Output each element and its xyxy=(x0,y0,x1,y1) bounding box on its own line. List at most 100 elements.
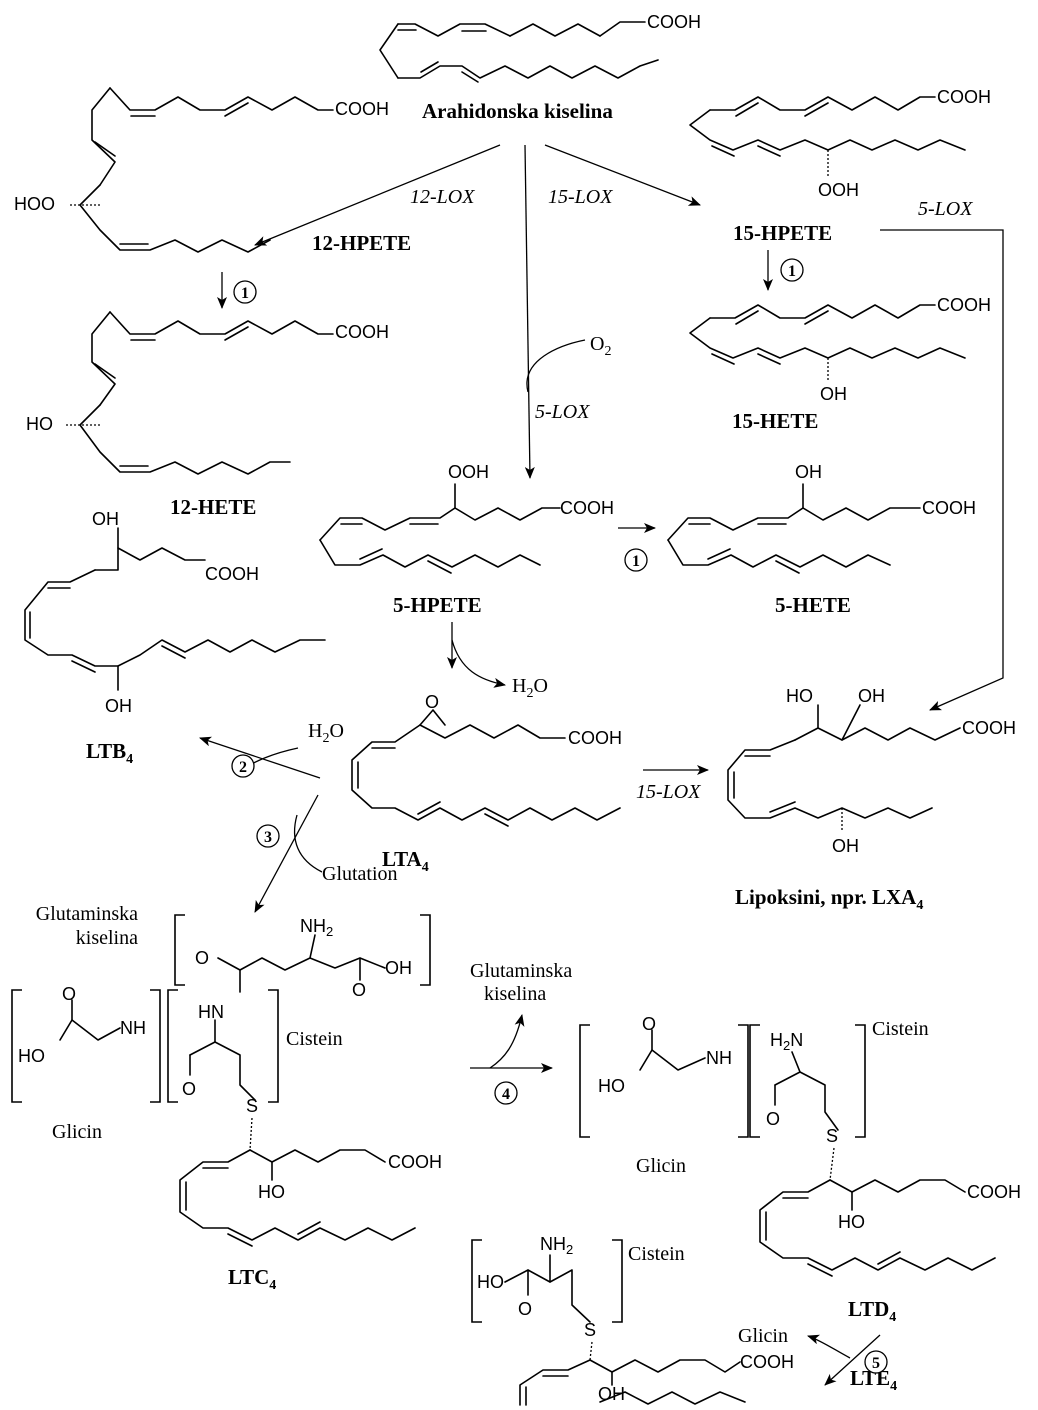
svg-text:4: 4 xyxy=(502,1086,510,1103)
cysteine-label: Cistein xyxy=(286,1028,343,1050)
reagent-h2o-in: H2O xyxy=(308,720,344,746)
cooh-group: COOH xyxy=(388,1152,442,1172)
label-ltc4: LTC4 xyxy=(228,1265,276,1293)
arrow-5-lox xyxy=(524,144,535,479)
glycine-label: Glicin xyxy=(52,1121,102,1143)
oh-group: OH xyxy=(92,509,119,529)
svg-text:3: 3 xyxy=(264,829,272,846)
arrow-15-lox xyxy=(544,144,701,206)
hete12-structure: COOH HO xyxy=(26,311,389,475)
glycine-label: Glicin xyxy=(636,1155,686,1177)
oh-group: OH xyxy=(598,1384,625,1404)
label-5-hete: 5-HETE xyxy=(775,593,851,617)
o-group: O xyxy=(195,948,209,968)
glutamic-acid-label-2: kiselina xyxy=(76,927,138,949)
enzyme-15-lox: 15-LOX xyxy=(548,186,613,208)
oh-group: OH xyxy=(385,958,412,978)
s-group: S xyxy=(826,1126,838,1146)
svg-text:1: 1 xyxy=(632,553,640,570)
arrow-glycine-out xyxy=(807,1334,851,1359)
label-lta4: LTA4 xyxy=(382,847,429,875)
ltd4-structure: O HO NH Glicin H2N O Cistein S HO COOH xyxy=(579,1014,1021,1277)
hpete15-structure: COOH OOH xyxy=(689,87,991,200)
o-group: O xyxy=(642,1014,656,1034)
enzyme-5-lox: 5-LOX xyxy=(918,198,973,220)
step-marker-2: 2 xyxy=(231,754,255,778)
label-arachidonic-acid: Arahidonska kiselina xyxy=(422,99,613,123)
label-lipoxins: Lipoksini, npr. LXA4 xyxy=(735,885,923,913)
ooh-group: OOH xyxy=(818,180,859,200)
enzyme-12-lox: 12-LOX xyxy=(410,186,475,208)
reagent-glycine-out: Glicin xyxy=(738,1325,788,1347)
label-12-hpete: 12-HPETE xyxy=(312,231,411,255)
label-12-hete: 12-HETE xyxy=(170,495,256,519)
cysteine-label: Cistein xyxy=(628,1243,685,1265)
label-ltb4: LTB4 xyxy=(86,739,133,767)
lxa4-structure: HO OH COOH OH xyxy=(727,686,1016,856)
o-group: O xyxy=(425,692,439,712)
step-marker-1: 1 xyxy=(624,548,648,572)
step-marker-3: 3 xyxy=(256,824,280,848)
arrow-glutathione-in xyxy=(293,814,323,873)
step-marker-5: 5 xyxy=(864,1350,888,1374)
cooh-group: COOH xyxy=(560,498,614,518)
ho-group: HO xyxy=(258,1182,285,1202)
ooh-group: OOH xyxy=(448,462,489,482)
hete5-structure: OH COOH xyxy=(667,462,976,574)
o-group: O xyxy=(766,1109,780,1129)
ltb4-structure: OH COOH OH xyxy=(24,509,326,716)
oh-group: OH xyxy=(832,836,859,856)
oh-group: OH xyxy=(820,384,847,404)
ho-group: HO xyxy=(18,1046,45,1066)
ho-group: HO xyxy=(786,686,813,706)
lte4-structure: NH2 HO O Cistein S OH COOH xyxy=(471,1234,794,1406)
hpete5-structure: OOH COOH xyxy=(319,462,614,574)
step-marker-1: 1 xyxy=(233,280,257,304)
oh-group: OH xyxy=(795,462,822,482)
cooh-group: COOH xyxy=(937,295,991,315)
hoo-group: HOO xyxy=(14,194,55,214)
arrow-15hpete-to-lipoxin xyxy=(880,229,1004,711)
arachidonic-acid-structure: COOH xyxy=(379,12,701,83)
enzyme-15-lox: 15-LOX xyxy=(636,781,701,803)
svg-text:1: 1 xyxy=(788,263,796,280)
arrow-glutamic-out xyxy=(489,1014,525,1069)
arrow-lta4-to-ltb4 xyxy=(199,736,321,779)
svg-text:2: 2 xyxy=(239,759,247,776)
lta4-structure: O COOH xyxy=(351,692,622,827)
o-group: O xyxy=(182,1079,196,1099)
cysteine-label: Cistein xyxy=(872,1018,929,1040)
reagent-o2: O2 xyxy=(590,333,611,359)
svg-text:5: 5 xyxy=(872,1355,880,1372)
cooh-group: COOH xyxy=(568,728,622,748)
ltc4-structure: NH2 OH O O Glutaminska kiselina O HO NH … xyxy=(11,903,442,1247)
oh-group: OH xyxy=(105,696,132,716)
label-15-hpete: 15-HPETE xyxy=(733,221,832,245)
o-group: O xyxy=(62,984,76,1004)
ho-group: HO xyxy=(26,414,53,434)
arrow-ltd4-to-lte4 xyxy=(824,1334,881,1386)
arrow-o2-in xyxy=(526,339,586,393)
cooh-group: COOH xyxy=(967,1182,1021,1202)
cooh-group: COOH xyxy=(922,498,976,518)
enzyme-5-lox: 5-LOX xyxy=(535,401,590,423)
nh-group: NH xyxy=(706,1048,732,1068)
h2n-group: H2N xyxy=(770,1030,803,1053)
o-group: O xyxy=(518,1299,532,1319)
nh-group: NH xyxy=(120,1018,146,1038)
cooh-group: COOH xyxy=(937,87,991,107)
nh2-group: NH2 xyxy=(300,916,333,939)
arrow-h2o-out xyxy=(451,639,506,688)
oh-group: OH xyxy=(858,686,885,706)
cooh-group: COOH xyxy=(740,1352,794,1372)
hete15-structure: COOH OH xyxy=(689,295,991,404)
arrow-lta4-to-ltc4 xyxy=(254,794,319,913)
hpete12-structure: COOH HOO xyxy=(14,87,389,253)
reagent-h2o-out: H2O xyxy=(512,675,548,701)
reagent-glutamic-out: Glutaminska xyxy=(470,960,572,982)
reagent-glutathione: Glutation xyxy=(322,863,398,885)
label-ltd4: LTD4 xyxy=(848,1297,896,1325)
ho-group: HO xyxy=(477,1272,504,1292)
step-marker-4: 4 xyxy=(494,1081,518,1105)
